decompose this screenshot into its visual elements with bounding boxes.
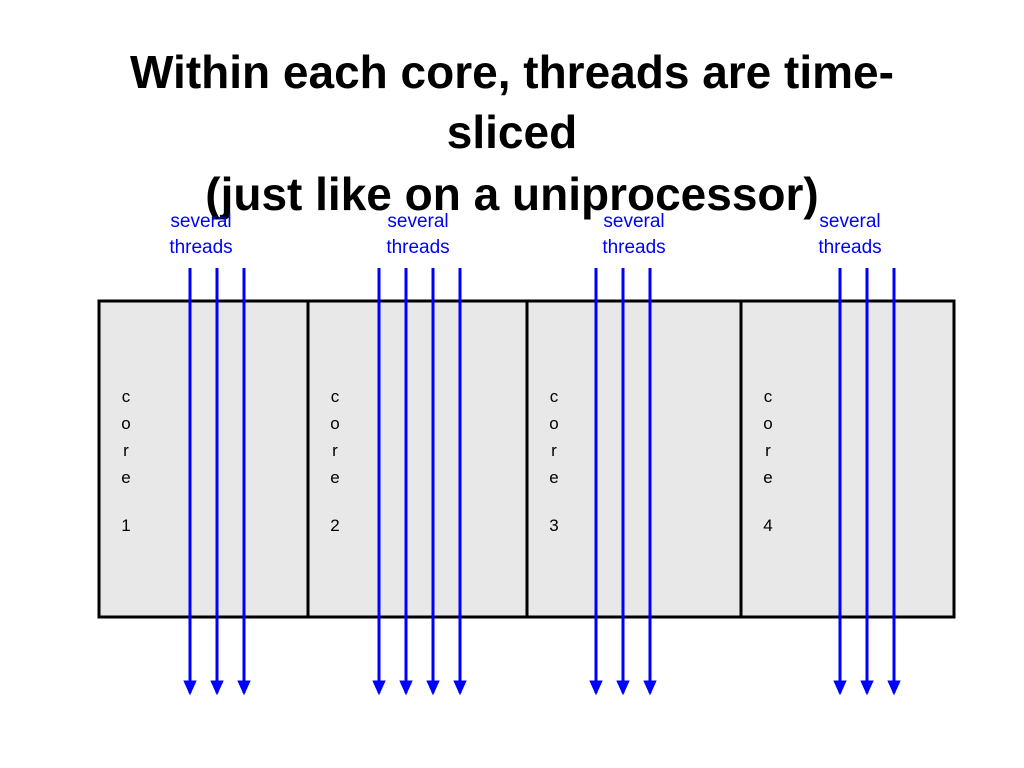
core-3-threads	[589, 268, 657, 696]
core-number: 4	[763, 516, 772, 535]
core-number: 3	[549, 516, 558, 535]
core-box	[739, 299, 956, 619]
slide-title-line-2: sliced	[446, 106, 578, 158]
thread-label-4: several threads	[818, 211, 881, 258]
core-label-letter: e	[121, 468, 130, 487]
core-3: core 3	[525, 299, 743, 619]
core-label-letter: c	[331, 387, 340, 406]
thread-label-line-1: several	[603, 211, 664, 232]
core-label-letter: o	[549, 414, 558, 433]
thread-label-line-1: several	[819, 211, 880, 232]
thread-label-line-2: threads	[169, 237, 232, 258]
core-label-letter: c	[122, 387, 131, 406]
core-label-letter: e	[763, 468, 772, 487]
core-number: 2	[330, 516, 339, 535]
thread-label-line-2: threads	[602, 237, 665, 258]
core-1-threads	[183, 268, 251, 696]
thread-arrows-group	[183, 268, 901, 696]
core-4-threads	[833, 268, 901, 696]
slide-title-line-1: Within each core, threads are time-	[130, 46, 894, 98]
core-label-letter: r	[765, 441, 771, 460]
core-label-letter: r	[551, 441, 557, 460]
core-label-letter: c	[764, 387, 773, 406]
core-box	[97, 299, 310, 619]
core-box	[306, 299, 529, 619]
core-label-letter: o	[330, 414, 339, 433]
core-label-letter: e	[330, 468, 339, 487]
core-label-letter: o	[763, 414, 772, 433]
core-1: core 1	[97, 299, 310, 619]
core-label-letter: e	[549, 468, 558, 487]
thread-label-line-2: threads	[818, 237, 881, 258]
core-label-letter: o	[121, 414, 130, 433]
thread-label-line-2: threads	[386, 237, 449, 258]
core-box	[525, 299, 743, 619]
thread-label-2: several threads	[386, 211, 449, 258]
thread-label-3: several threads	[602, 211, 665, 258]
slide-title-line-3: (just like on a uniprocessor)	[205, 168, 819, 220]
core-2: core 2	[306, 299, 529, 619]
core-2-threads	[372, 268, 467, 696]
thread-label-line-1: several	[387, 211, 448, 232]
core-label-letter: c	[550, 387, 559, 406]
core-4: core 4	[739, 299, 956, 619]
core-label-letter: r	[123, 441, 129, 460]
core-label-letter: r	[332, 441, 338, 460]
thread-label-line-1: several	[170, 211, 231, 232]
thread-label-1: several threads	[169, 211, 232, 258]
thread-labels-group: several threads several threads several threa…	[169, 211, 881, 258]
core-number: 1	[121, 516, 130, 535]
